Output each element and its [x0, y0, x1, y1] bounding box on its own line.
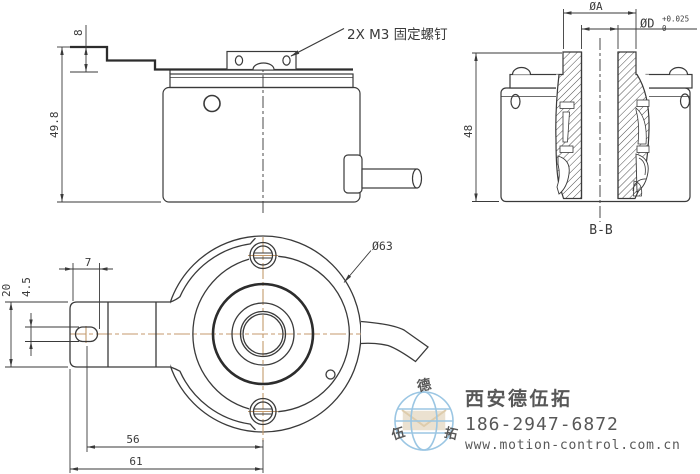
section-screw-hole-right — [679, 93, 691, 109]
shaft-circle-inner — [242, 313, 284, 355]
hub-circle-inner — [231, 302, 295, 366]
dim-bore-tol-upper: +0.025 — [662, 15, 689, 24]
logo-globe-icon — [394, 391, 454, 451]
rim-slot-lower — [170, 366, 256, 431]
hub-circle-thick — [211, 282, 315, 386]
dim-dia-63: Ø63 — [372, 239, 393, 253]
dim-height-49-8: 49.8 — [48, 112, 61, 139]
encoder-body-side — [162, 86, 361, 203]
cable-end-cap — [411, 168, 423, 189]
dim-bore-tol-lower: 0 — [662, 24, 667, 33]
top-block-right — [645, 73, 693, 89]
mounting-arm — [69, 301, 171, 368]
shaft-circle-outer — [239, 310, 287, 358]
company-name: 西安德伍拓 — [465, 387, 573, 410]
side-view — [57, 25, 423, 213]
top-view — [5, 235, 429, 473]
dim-outer-dia-label: ØA — [589, 0, 603, 13]
encoder-flange-side — [169, 73, 354, 89]
dim-bore-label: ØD — [640, 17, 654, 31]
logo-char-right: 拓 — [443, 425, 459, 443]
arm-slot — [74, 326, 99, 343]
screw-note-label: 2X M3 固定螺钉 — [347, 27, 448, 43]
body-screw-hole — [203, 94, 221, 113]
company-logo: 德 伍 拓 — [389, 376, 459, 451]
dim-tether-8: 8 — [72, 29, 85, 36]
rim-slot-upper — [170, 237, 256, 303]
dim-slot-4-5: 4.5 — [20, 277, 33, 297]
section-label-bb: B-B — [589, 223, 613, 238]
m3-hole-left — [234, 55, 244, 66]
dome-screw-right — [668, 66, 689, 75]
phone-number: 186-2947-6872 — [465, 414, 619, 435]
dome-screw-left — [511, 66, 532, 75]
dim-tab-7: 7 — [85, 256, 92, 269]
logo-char-top: 德 — [415, 376, 432, 396]
fixing-screw-top — [249, 241, 277, 270]
watermark: 德 伍 拓 西安德伍拓 186-2947-6872 www.motion-con… — [389, 376, 681, 453]
flange-arc-left — [192, 258, 250, 410]
fixing-screw-bottom — [249, 397, 277, 426]
shaft-cap-dome — [252, 62, 275, 70]
dim-height-48: 48 — [462, 125, 475, 138]
dim-tab-20: 20 — [0, 284, 13, 297]
website-url: www.motion-control.com.cn — [465, 438, 681, 453]
dim-56: 56 — [126, 433, 139, 446]
m3-hole-right — [282, 55, 291, 66]
cable-gland-side — [343, 154, 363, 194]
top-block-left — [509, 73, 559, 89]
flange-arc-right — [278, 255, 351, 413]
logo-char-left: 伍 — [389, 424, 407, 444]
small-pin-hole — [325, 369, 336, 380]
cable-side — [361, 168, 418, 189]
leader-arrow — [290, 50, 300, 57]
cable-top-view — [360, 320, 429, 363]
section-view — [472, 9, 697, 222]
section-screw-hole-left — [510, 93, 521, 110]
dim-61: 61 — [129, 455, 142, 468]
spring-tether — [70, 45, 353, 71]
